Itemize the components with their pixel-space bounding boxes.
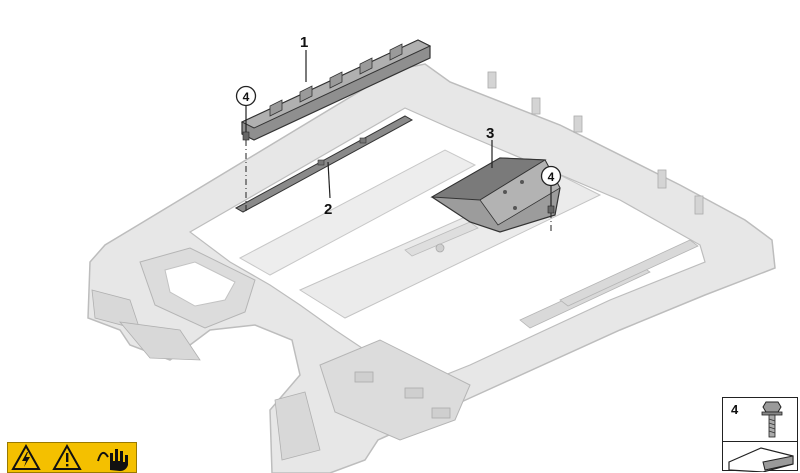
- bolt-icon: [761, 401, 783, 438]
- high-voltage-warning-icon: [11, 443, 41, 470]
- fastener-right: [547, 205, 555, 214]
- parts-legend-box: 4: [722, 397, 798, 472]
- caution-triangle-icon: [52, 443, 82, 470]
- callout-circle-right: [540, 165, 562, 187]
- callout-part-2: 2: [324, 201, 332, 218]
- callout-part-4-right-group: 4: [540, 165, 562, 187]
- part-1-rail: [240, 39, 432, 141]
- legend-item-number: 4: [731, 402, 739, 417]
- callout-part-4-left: 4: [243, 90, 250, 104]
- warning-label: [7, 442, 137, 473]
- callout-part-3: 3: [486, 125, 494, 142]
- callout-part-4-right: 4: [548, 170, 555, 184]
- hand-protection-icon: [97, 449, 128, 471]
- fastener-left: [242, 131, 250, 141]
- part-shape-icon: [728, 447, 794, 472]
- part-2-strip: [234, 115, 414, 213]
- callout-part-1: 1: [300, 34, 308, 51]
- leader-part-2: [327, 161, 331, 199]
- callout-part-4-left-group: 4: [235, 85, 257, 107]
- legend-divider: [723, 441, 797, 442]
- battery-tray-frame: [87, 63, 776, 473]
- leader-lines: [245, 50, 552, 210]
- part-3-bracket: [430, 157, 561, 233]
- fastener-axis-lines: [245, 140, 552, 232]
- callout-circle-left: [235, 85, 257, 107]
